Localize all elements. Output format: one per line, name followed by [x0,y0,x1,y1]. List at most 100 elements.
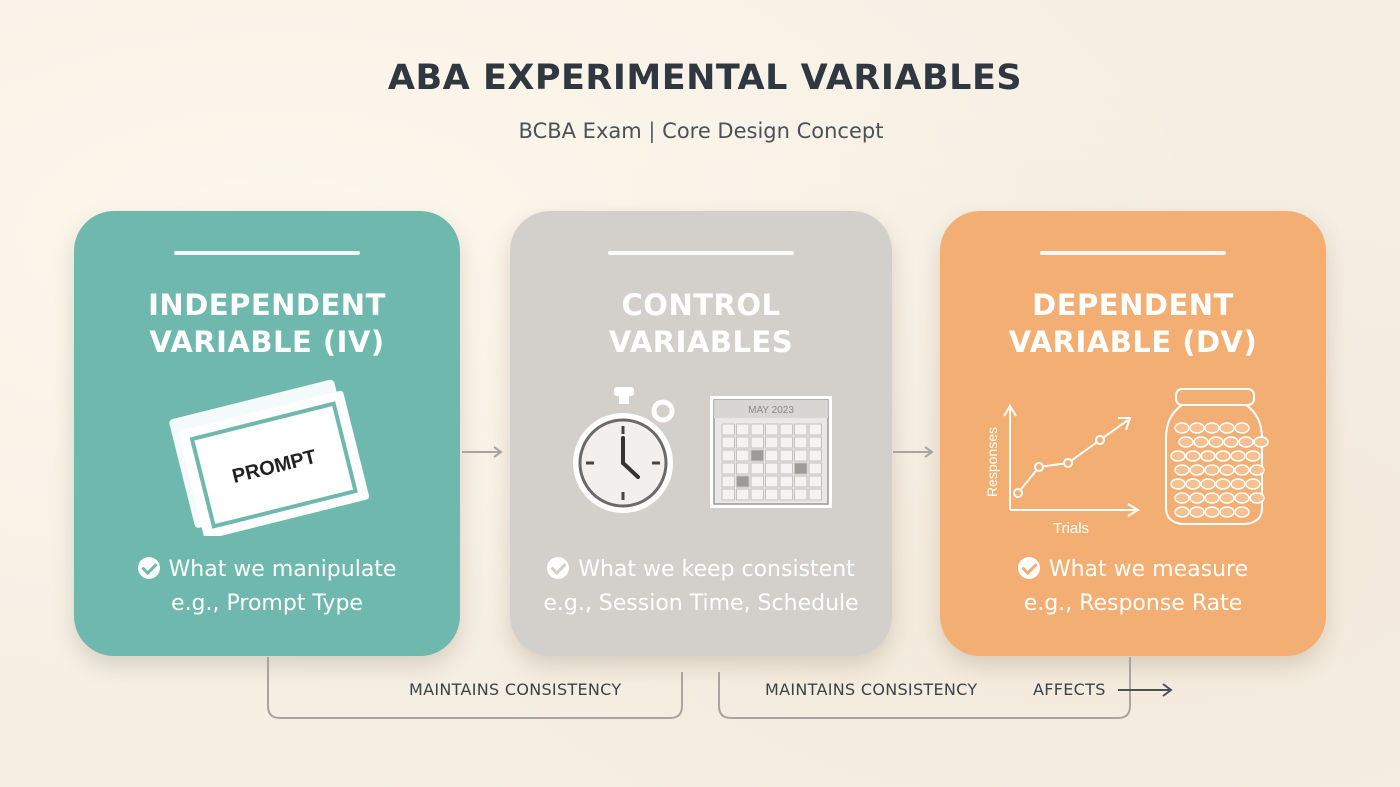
calendar-cell [779,423,793,436]
calendar-cell [721,449,735,462]
token-coin [1178,436,1194,448]
calendar-cell [750,449,764,462]
dv-heading: DEPENDENT VARIABLE (DV) [940,287,1326,361]
token-coin [1215,478,1231,490]
graph-y-label: Responses [984,427,1000,497]
dv-desc-line1: What we measure [1048,557,1249,582]
token-coin [1174,422,1190,434]
connector-label-left: MAINTAINS CONSISTENCY [409,680,622,699]
calendar-cell [808,488,822,501]
card-top-bar [174,251,360,255]
calendar-cell [721,488,735,501]
calendar-cell [794,436,808,449]
cv-heading-line2: VARIABLES [608,325,794,359]
iv-heading-line2: VARIABLE (IV) [149,325,385,359]
calendar-cell [808,462,822,475]
calendar-cell [779,462,793,475]
calendar-icon: MAY 2023 [710,396,832,508]
calendar-cell [779,436,793,449]
calendar-cell [765,488,779,501]
stopwatch-icon [573,387,675,513]
dv-description: What we measure e.g., Response Rate [940,553,1326,621]
calendar-cell [808,475,822,488]
token-coin [1200,478,1216,490]
token-coin [1219,506,1235,518]
cv-heading-line1: CONTROL [621,288,781,322]
calendar-cell [765,475,779,488]
token-coin [1234,422,1250,434]
token-coin [1200,450,1216,462]
dv-heading-line1: DEPENDENT [1032,288,1234,322]
token-coin [1204,464,1220,476]
token-coin [1189,492,1205,504]
token-coin [1170,450,1186,462]
calendar-cell [721,462,735,475]
calendar-cell [736,462,750,475]
token-coin [1185,450,1201,462]
graph-x-label: Trials [1053,520,1089,536]
calendar-cell [808,423,822,436]
check-icon [1017,557,1040,579]
token-coin [1174,506,1190,518]
calendar-header: MAY 2023 [748,405,794,416]
token-coin [1249,464,1265,476]
independent-variable-card: INDEPENDENT VARIABLE (IV) PROMPT What we… [74,211,460,656]
calendar-cell [721,475,735,488]
subtitle-concept: Core Design Concept [662,119,884,143]
cv-desc-line2: e.g., Session Time, Schedule [543,591,859,616]
dv-illustration: Responses Trials [984,388,1269,536]
bracket-left [267,657,683,719]
token-coin [1215,450,1231,462]
token-coin [1230,478,1246,490]
token-coin [1204,506,1220,518]
token-coin [1174,492,1190,504]
connector-label-middle: MAINTAINS CONSISTENCY [765,680,978,699]
cv-illustration: MAY 2023 [573,387,832,513]
token-coin [1223,436,1239,448]
calendar-cell [794,423,808,436]
token-coin [1204,492,1220,504]
calendar-cell [794,475,808,488]
token-coin [1234,506,1250,518]
calendar-cell [765,462,779,475]
calendar-cell [794,462,808,475]
token-coin [1189,464,1205,476]
calendar-cell [721,423,735,436]
iv-heading: INDEPENDENT VARIABLE (IV) [74,287,460,361]
calendar-cell [779,449,793,462]
calendar-cell [750,475,764,488]
token-coin [1219,492,1235,504]
calendar-cell [765,449,779,462]
calendar-cell [765,436,779,449]
card-top-bar [608,251,794,255]
bracket-right [718,657,1131,719]
calendar-cell [808,449,822,462]
calendar-cell [736,436,750,449]
calendar-cell [736,488,750,501]
calendar-cell [794,488,808,501]
cv-desc-line1: What we keep consistent [578,557,855,582]
cv-heading: CONTROL VARIABLES [510,287,892,361]
calendar-cell [721,436,735,449]
calendar-cell [736,449,750,462]
card-top-bar [1040,251,1226,255]
calendar-cell [750,436,764,449]
token-coin [1174,464,1190,476]
calendar-cell [779,488,793,501]
iv-description: What we manipulate e.g., Prompt Type [74,553,460,621]
calendar-cell [736,423,750,436]
calendar-cell [736,475,750,488]
token-coin [1185,478,1201,490]
calendar-cell [750,462,764,475]
connector-label-right: AFFECTS [1033,680,1106,699]
line-graph-icon: Responses Trials [984,404,1140,536]
iv-desc-line1: What we manipulate [168,557,397,582]
calendar-cell [808,436,822,449]
iv-heading-line1: INDEPENDENT [148,288,386,322]
token-coin [1249,492,1265,504]
token-coin [1234,464,1250,476]
token-coin [1204,422,1220,434]
calendar-cell [765,423,779,436]
calendar-cell [779,475,793,488]
